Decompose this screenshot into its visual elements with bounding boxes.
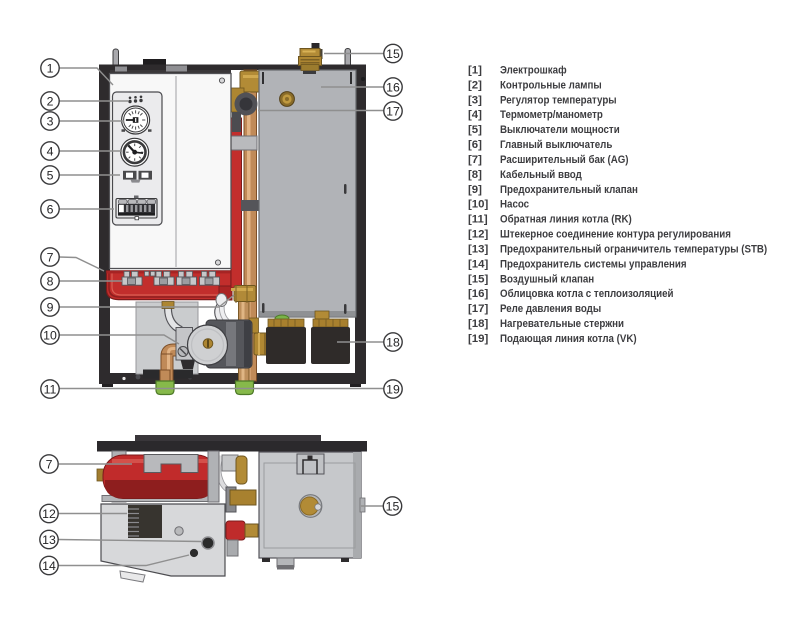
svg-text:6: 6 (47, 202, 54, 216)
svg-text:[17]: [17] (468, 303, 488, 315)
svg-text:Термометр/манометр: Термометр/манометр (500, 109, 603, 122)
svg-text:Реле давления воды: Реле давления воды (500, 302, 601, 315)
svg-text:Контрольные лампы: Контрольные лампы (500, 79, 602, 92)
svg-text:Штекерное соединение контура р: Штекерное соединение контура регулирован… (500, 228, 731, 241)
svg-text:[13]: [13] (468, 244, 488, 256)
svg-text:[18]: [18] (468, 318, 488, 330)
svg-text:[3]: [3] (468, 94, 482, 106)
svg-text:3: 3 (47, 114, 54, 128)
svg-text:11: 11 (44, 382, 57, 396)
svg-text:[2]: [2] (468, 79, 482, 91)
svg-text:[12]: [12] (468, 229, 488, 241)
svg-text:[10]: [10] (468, 199, 488, 211)
svg-text:Воздушный клапан: Воздушный клапан (500, 273, 594, 286)
svg-text:7: 7 (47, 250, 54, 264)
svg-text:19: 19 (386, 382, 400, 396)
svg-text:4: 4 (47, 144, 54, 158)
svg-text:17: 17 (386, 104, 400, 118)
svg-text:8: 8 (47, 274, 54, 288)
svg-text:Обратная линия котла (RK): Обратная линия котла (RK) (500, 213, 632, 226)
svg-text:Предохранительный клапан: Предохранительный клапан (500, 183, 638, 196)
svg-text:Главный выключатель: Главный выключатель (500, 138, 613, 151)
svg-text:[16]: [16] (468, 288, 488, 300)
svg-text:Облицовка котла с теплоизоляци: Облицовка котла с теплоизоляцией (500, 288, 674, 301)
svg-text:16: 16 (386, 80, 400, 94)
svg-text:[7]: [7] (468, 154, 482, 166)
svg-text:Нагревательные стержни: Нагревательные стержни (500, 317, 624, 330)
svg-text:[15]: [15] (468, 273, 488, 285)
svg-text:7: 7 (46, 457, 53, 471)
svg-text:Насос: Насос (500, 198, 529, 211)
svg-text:5: 5 (47, 168, 54, 182)
svg-text:[11]: [11] (468, 214, 488, 226)
svg-text:Регулятор температуры: Регулятор температуры (500, 94, 617, 107)
svg-text:[1]: [1] (468, 65, 482, 77)
svg-text:14: 14 (42, 559, 56, 573)
svg-text:Выключатели мощности: Выключатели мощности (500, 123, 620, 136)
svg-text:9: 9 (47, 300, 54, 314)
svg-text:15: 15 (386, 499, 400, 513)
svg-text:Электрошкаф: Электрошкаф (500, 64, 567, 77)
svg-text:[5]: [5] (468, 124, 482, 136)
svg-text:[14]: [14] (468, 258, 488, 270)
svg-text:Расширительный бак (AG): Расширительный бак (AG) (500, 153, 629, 166)
svg-text:[6]: [6] (468, 139, 482, 151)
svg-text:13: 13 (42, 533, 56, 547)
svg-text:[8]: [8] (468, 169, 482, 181)
svg-text:1: 1 (47, 61, 54, 75)
svg-text:Предохранительный ограничитель: Предохранительный ограничитель температу… (500, 243, 767, 256)
svg-text:Подающая линия котла (VK): Подающая линия котла (VK) (500, 332, 637, 345)
svg-text:[19]: [19] (468, 333, 488, 345)
svg-text:10: 10 (43, 328, 57, 342)
svg-text:[4]: [4] (468, 109, 482, 121)
svg-text:Предохранитель системы управле: Предохранитель системы управления (500, 258, 687, 271)
svg-text:[9]: [9] (468, 184, 482, 196)
svg-text:12: 12 (42, 507, 56, 521)
svg-text:15: 15 (386, 47, 400, 61)
svg-text:18: 18 (386, 335, 400, 349)
svg-text:2: 2 (47, 94, 54, 108)
svg-text:Кабельный ввод: Кабельный ввод (500, 168, 582, 181)
